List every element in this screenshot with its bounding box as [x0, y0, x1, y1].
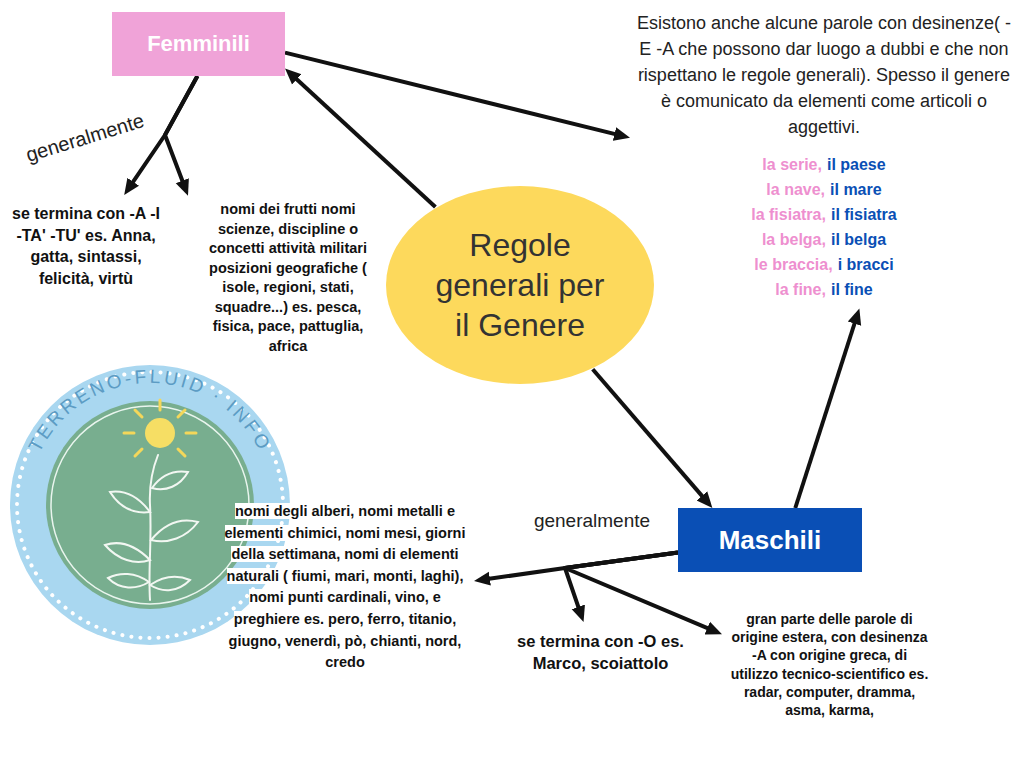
rule-text: se termina con -A -I -TA' -TU' es. Anna,…	[10, 203, 162, 289]
example-row: le braccia, i bracci	[636, 252, 1012, 277]
gender-box: Femminili	[112, 12, 285, 76]
example-word: la fisiatra,	[751, 206, 826, 223]
rule-text: gran parte delle parole di origine ester…	[722, 602, 937, 727]
example-word: il mare	[830, 181, 882, 198]
example-word: il paese	[827, 156, 886, 173]
box-title: Femminili	[147, 31, 250, 57]
arrow-connector	[285, 53, 620, 136]
rule-text: se termina con -O es. Marco, scoiattolo	[506, 630, 695, 675]
note-text: Esistono anche alcune parole con desinen…	[636, 10, 1012, 140]
note-block: Esistono anche alcune parole con desinen…	[630, 4, 1018, 308]
branch-label: generalmente	[23, 109, 147, 167]
example-row: la fine, il fine	[636, 277, 1012, 302]
rule-text: nomi degli alberi, nomi metalli e elemen…	[216, 492, 474, 681]
logo-inner-ring	[51, 406, 249, 604]
logo-sun	[145, 418, 175, 448]
rule-text: nomi dei frutti nomi scienze, discipline…	[188, 192, 388, 365]
watermark-text: TERRENO-FLUID · INFO	[24, 366, 275, 455]
rule-text: nomi degli alberi, nomi metalli e elemen…	[225, 503, 466, 670]
watermark: TERRENO-FLUID · INFO	[24, 366, 275, 455]
arrow-connector	[795, 318, 856, 508]
logo-plant	[105, 455, 198, 600]
example-word: la nave,	[766, 181, 825, 198]
example-word: la serie,	[762, 156, 822, 173]
example-row: la serie, il paese	[636, 152, 1012, 177]
box-title: Maschili	[719, 525, 822, 556]
branch-label: generalmente	[534, 510, 650, 532]
arrow-connector	[292, 75, 435, 207]
example-word: il fine	[831, 281, 873, 298]
example-word: i bracci	[838, 256, 894, 273]
example-row: la belga, il belga	[636, 227, 1012, 252]
arrow-connector	[593, 369, 706, 500]
central-title: Regole generali per il Genere	[428, 225, 613, 345]
arrow-connector	[165, 76, 197, 186]
example-word: la fine,	[775, 281, 826, 298]
gender-box: Maschili	[678, 508, 862, 572]
example-word: il belga	[831, 231, 886, 248]
example-word: la belga,	[762, 231, 826, 248]
example-row: la nave, il mare	[636, 177, 1012, 202]
example-row: la fisiatra, il fisiatra	[636, 202, 1012, 227]
rule-text: se termina con -O es. Marco, scoiattolo	[498, 622, 703, 683]
example-word: le braccia,	[754, 256, 832, 273]
central-ellipse: Regole generali per il Genere	[385, 185, 655, 385]
example-word: il fisiatra	[831, 206, 897, 223]
rule-text: nomi dei frutti nomi scienze, discipline…	[196, 200, 380, 357]
rule-text: se termina con -A -I -TA' -TU' es. Anna,…	[2, 195, 170, 297]
logo-sun-rays	[124, 400, 196, 456]
rule-text: gran parte delle parole di origine ester…	[730, 610, 929, 719]
logo-disc	[46, 401, 254, 609]
ellipse-fill	[386, 186, 654, 384]
